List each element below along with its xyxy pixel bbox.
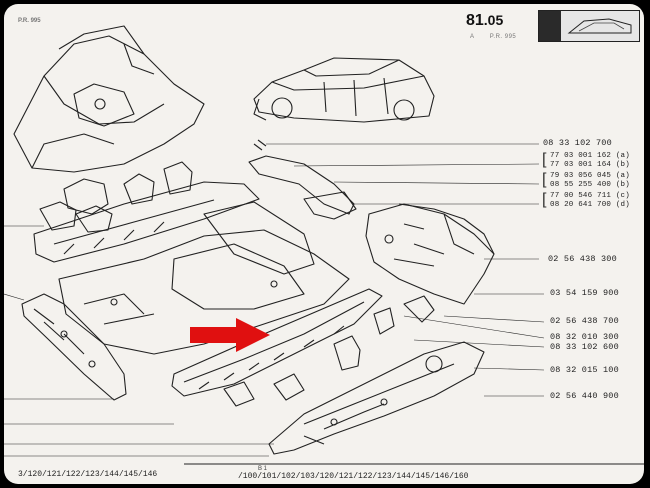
lower-right-rail [268, 341, 485, 455]
part-number-label: 08 32 010 300 [550, 332, 619, 342]
highlight-arrow [190, 318, 270, 352]
footer-cut-label: B 1 [258, 466, 268, 472]
brackets-left [39, 178, 113, 233]
right-side-panel [365, 203, 495, 305]
part-number-label: 79 03 056 045 (a) [550, 172, 630, 180]
brackets-right [333, 295, 435, 371]
part-number-label: 77 00 546 711 (c) [550, 192, 630, 200]
car-overview-image [253, 57, 435, 123]
catalog-page: P.R. 995 81.05 A P.R. 995 [4, 4, 644, 484]
page-number: 81.05 [466, 12, 504, 29]
left-rail [21, 293, 127, 401]
footer-model-list-right: /100/101/102/103/120/121/122/123/144/145… [238, 472, 469, 481]
page-meta: A P.R. 995 [470, 34, 517, 40]
part-number-label: 02 56 438 300 [548, 254, 617, 264]
part-number-label: 77 03 001 162 (a) [550, 152, 630, 160]
front-crossmember [33, 161, 260, 263]
footer-model-list-left: 3/120/121/122/123/144/145/146 [18, 470, 158, 479]
part-number-label: 08 55 255 400 (b) [550, 181, 630, 189]
part-number-label: 77 03 001 164 (b) [550, 161, 630, 169]
brace: [ [542, 191, 547, 208]
brace: [ [542, 171, 547, 188]
part-number-label: 08 20 641 700 (d) [550, 201, 630, 209]
part-number-label: 08 33 102 600 [550, 342, 619, 352]
part-number-label: 08 32 015 100 [550, 365, 619, 375]
leader-lines [4, 143, 545, 457]
location-thumbnail-image [538, 10, 640, 42]
header-pr-left: P.R. 995 [18, 18, 41, 24]
exploded-body-diagram [4, 25, 644, 465]
brace: [ [542, 151, 547, 168]
part-number-label: 03 54 159 900 [550, 288, 619, 298]
part-number-label: 02 56 438 700 [550, 316, 619, 326]
upper-bar-assembly [248, 139, 357, 220]
part-number-label: 08 33 102 700 [543, 138, 612, 148]
front-left-panel-assembly [13, 25, 205, 173]
lower-crossmember [171, 288, 383, 407]
part-number-label: 02 56 440 900 [550, 391, 619, 401]
